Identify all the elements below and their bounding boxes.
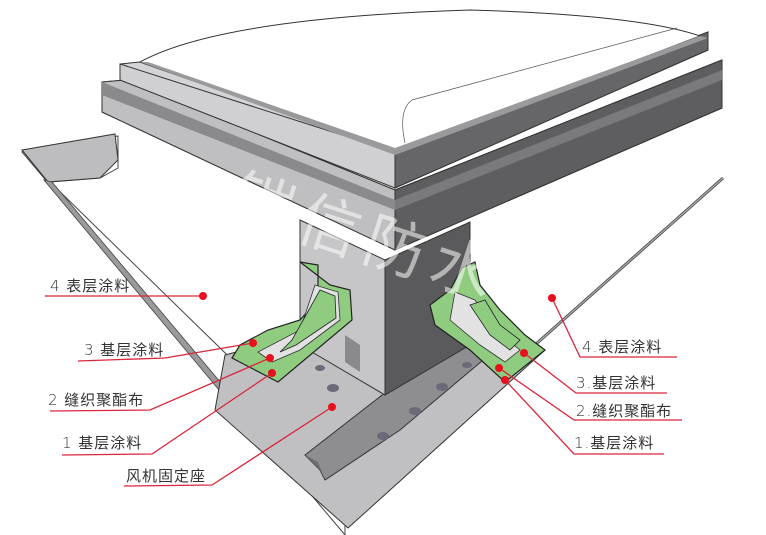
label-fan-mount-base: 风机固定座 [126,467,207,485]
label-base-coating-3-right: 3.基层涂料 [576,374,657,392]
leader-lines [45,295,682,487]
fan-housing [101,9,723,251]
marker-dots [199,292,556,411]
marker-dot [501,376,509,384]
bolt [327,384,339,392]
membrane-right [429,261,546,383]
bolt [315,365,325,371]
marker-dot [199,292,207,300]
marker-dot [520,349,528,357]
anchor-bolts [315,362,472,440]
marker-dot [249,339,257,347]
marker-dot [495,364,503,372]
marker-dot [268,369,276,377]
label-surface-coating-left: 4 表层涂料 [50,277,131,295]
label-polyester-cloth-left: 2 缝织聚酯布 [48,391,145,409]
label-base-coating-3-left: 3 基层涂料 [84,341,165,359]
marker-dot [548,294,556,302]
label-polyester-cloth-right: 2.缝织聚酯布 [576,402,673,420]
bolt [436,383,448,391]
roof-plane-right [517,176,724,362]
label-surface-coating-right: 4.表层涂料 [582,338,663,356]
bolt [462,362,472,368]
label-base-coating-1-right: 1.基层涂料 [574,434,655,452]
bolt [377,432,389,440]
label-base-coating-1-left: 1 基层涂料 [62,434,143,452]
bolt [409,407,421,415]
marker-dot [266,354,274,362]
marker-dot [328,403,336,411]
membrane-left [231,261,353,383]
